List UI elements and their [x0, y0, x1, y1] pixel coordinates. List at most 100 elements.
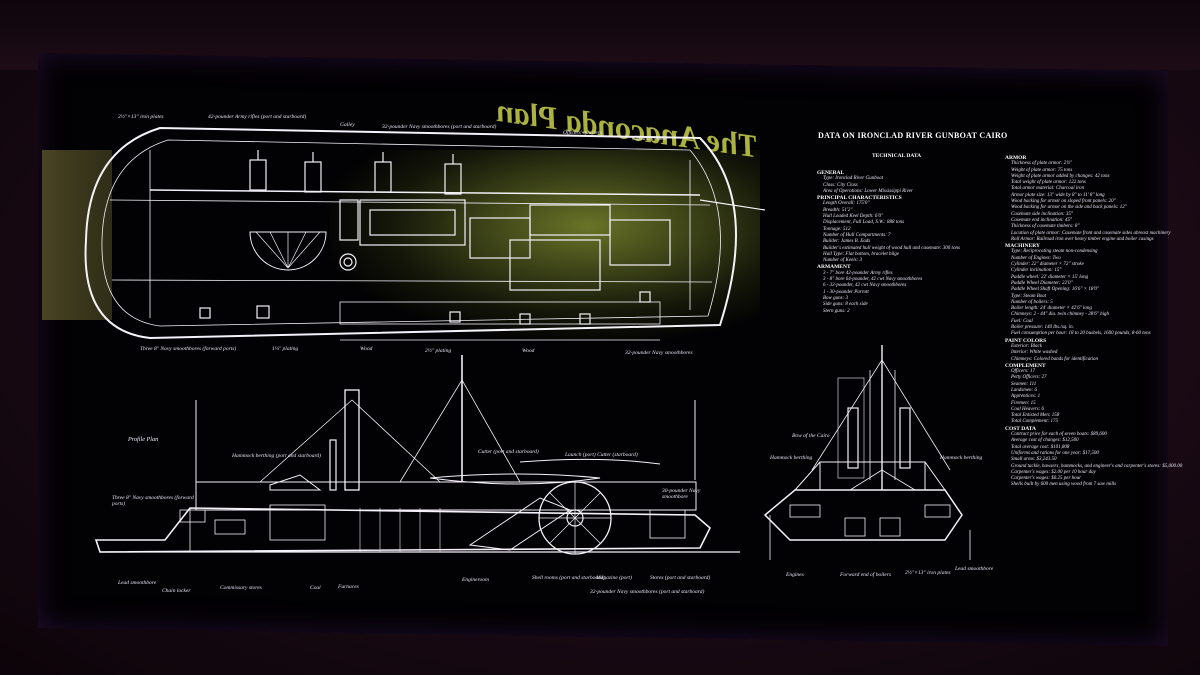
- label-hammock-berthing-left: Hammock berthing: [770, 455, 813, 461]
- label-hammock-berthing: Hammock berthing (port and starboard): [232, 453, 322, 459]
- data-entry: Chimneys: 2 - 44" dia. twin chimney - 28…: [1011, 312, 1110, 318]
- data-entry: Paddle Wheel Shaft Opening: 16'6" × 18'0…: [1011, 287, 1100, 293]
- data-section-heading: PAINT COLORS: [1005, 337, 1047, 344]
- data-entry: Thickness of casemate timbers: 8": [1011, 224, 1080, 230]
- profile-plan-drawing: [94, 355, 740, 555]
- label-officers-quarters: Officers' quarters: [563, 130, 602, 136]
- data-entry: Paddle wheel: 22' diameter × 15' long: [1011, 274, 1089, 280]
- label-bow-guns: Three 8" Navy smoothbores (forward ports…: [112, 495, 194, 507]
- label-profile-plan: Profile Plan: [128, 436, 159, 443]
- glass-reflection-left: [42, 150, 112, 320]
- label-wood-2: Wood: [522, 348, 535, 354]
- data-entry: Paddle Wheel Diameter: 22'0": [1011, 280, 1073, 286]
- data-entry: Carpenter's wages: $2.00 per 10 hour day: [1011, 469, 1096, 475]
- data-entry: Class: City Class: [823, 182, 858, 188]
- data-entry: Builder's estimated hull weight of wood …: [823, 245, 960, 251]
- data-section-heading: COMPLEMENT: [1005, 362, 1046, 369]
- data-entry: Breadth: 51'2": [823, 207, 853, 213]
- label-lead-smoothbore: Lead smoothbore: [118, 580, 157, 586]
- label-shell-rooms: Shell rooms (port and starboard): [532, 575, 605, 581]
- data-section-heading: PRINCIPAL CHARACTERISTICS: [817, 195, 902, 202]
- data-entry: Cylinder inclination: 15°: [1011, 268, 1062, 274]
- data-entry: Weight of plate armor added by changes: …: [1011, 173, 1110, 179]
- label-navy-smoothbores-top: 32-pounder Navy smoothbores (port and st…: [382, 124, 497, 130]
- label-engineroom: Engineroom: [462, 577, 489, 583]
- data-entry: Bow guns: 3: [823, 295, 848, 301]
- data-section-heading: GENERAL: [817, 170, 845, 176]
- data-entry: 6 - 32-pounder, 42 cwt Navy smoothbores: [823, 283, 907, 289]
- label-furnaces: Furnaces: [338, 584, 359, 590]
- data-entry: Cylinder: 22" diameter × 72" stroke: [1011, 262, 1084, 268]
- label-stern-guns: 32-pounder Navy smoothbores (port and st…: [590, 589, 705, 595]
- label-lead-smoothbore-section: Lead smoothbore: [955, 566, 994, 572]
- data-entry: Tonnage: 512: [823, 226, 851, 232]
- data-entry: Hull Type: Flat bottom, bracelet bilge: [823, 251, 900, 257]
- label-galley: Galley: [340, 122, 355, 128]
- label-engines: Engines: [786, 572, 804, 578]
- data-entry: Type: Ironclad River Gunboat: [823, 176, 884, 182]
- data-entry: Length Overall: 175'0": [823, 201, 870, 207]
- data-entry: Wood backing for armor on the side and b…: [1011, 205, 1127, 211]
- data-entry: Ground tackle, hawsers, hammocks, and en…: [1011, 463, 1183, 469]
- label-captains-cabin: Captain's cabin: [632, 136, 667, 142]
- data-entry: Fuel consumption per hour: 18 to 20 bush…: [1011, 331, 1151, 337]
- data-entry: Number of Engines: Two: [1011, 255, 1061, 261]
- data-section-heading: ARMOR: [1005, 155, 1027, 161]
- data-entry: 3 - 7" bore 42-pounder Army rifles: [823, 270, 893, 276]
- label-plating-1: 1¼" plating: [272, 346, 299, 352]
- label-navy-smoothbores-bow: Three 8" Navy smoothbores (forward ports…: [140, 346, 237, 352]
- data-entry: Roll Armor: Railroad iron over heavy tim…: [1011, 236, 1154, 242]
- label-aft-gun: 30-pounder Navy smoothbore: [662, 488, 701, 500]
- data-panel-title: DATA ON IRONCLAD RIVER GUNBOAT CAIRO: [818, 131, 1008, 140]
- label-forward-end-boilers: Forward end of boilers: [840, 572, 891, 578]
- label-iron-plates-top: 2½"×13" iron plates: [118, 114, 164, 120]
- data-entry: Landsmen: 6: [1011, 387, 1037, 393]
- data-entry: Displacement, Full Load, S.W.: 888 tons: [823, 220, 905, 226]
- data-entry: Firemen: 15: [1011, 400, 1036, 406]
- data-entry: Total Enlisted Men: 158: [1011, 413, 1060, 419]
- data-entry: Side guns: 8 each side: [823, 302, 868, 308]
- label-chain-locker: Chain locker: [162, 588, 191, 594]
- data-entry: Area of Operations: Lower Mississippi Ri…: [823, 188, 913, 194]
- data-entry: Casemate end inclination: 45°: [1011, 217, 1073, 223]
- label-magazine: Magazine (port): [596, 575, 632, 581]
- label-coal: Coal: [310, 585, 321, 591]
- data-entry: Number of Hull Compartments: 7: [823, 232, 891, 238]
- deck-plan-drawing: [84, 126, 766, 341]
- data-entry: Petty Officers: 27: [1011, 375, 1047, 381]
- data-entry: Casemate side inclination: 35°: [1011, 211, 1073, 217]
- data-entry: Contract price for each of seven boats: …: [1011, 432, 1107, 438]
- data-entry: Type: Reciprocating steam non-condensing: [1011, 249, 1098, 255]
- data-entry: Apprentices: 1: [1011, 394, 1041, 400]
- data-entry: Interior: White washed: [1011, 350, 1058, 356]
- data-entry: 3 - 8" bore 64-pounder, 42 cwt Navy smoo…: [823, 277, 923, 283]
- data-entry: 1 - 30-pounder Parrott: [823, 289, 869, 295]
- label-wood-1: Wood: [360, 346, 373, 352]
- data-entry: Total average cost: $101,808: [1011, 444, 1070, 450]
- data-section-heading: ARMAMENT: [817, 264, 851, 271]
- label-stores: Stores (port and starboard): [650, 575, 711, 581]
- data-section-heading: COST DATA: [1005, 425, 1037, 432]
- data-entry: Officers: 17: [1011, 369, 1036, 375]
- data-entry: Total armor material: Charcoal iron: [1011, 186, 1085, 192]
- cross-section-drawing: [763, 345, 971, 560]
- data-entry: Stern guns: 2: [823, 308, 850, 314]
- data-entry: Exterior: Black: [1011, 343, 1042, 349]
- data-entry: Builder: James B. Eads: [823, 239, 871, 245]
- label-cutter: Cutter (port and starboard): [478, 449, 539, 455]
- data-entry: Wood backing for armor on sloped front p…: [1011, 199, 1116, 205]
- technical-data-heading: TECHNICAL DATA: [872, 153, 922, 159]
- data-entry: Boiler length: 24' diameter × 42'6" long: [1011, 306, 1092, 312]
- label-plating-2: 2½" plating: [425, 348, 452, 354]
- data-entry: Hull Loaded Keel Depth: 6'0": [823, 214, 884, 220]
- data-entry: Coal Heavers: 6: [1011, 406, 1045, 412]
- label-commissary-stores: Commissary stores: [220, 585, 262, 591]
- data-entry: Small arms: $3,243.50: [1011, 457, 1057, 463]
- data-entry: Average cost of changes: $12,500: [1011, 438, 1079, 444]
- data-entry: Total weight of plate armor: 122 tons: [1011, 180, 1086, 186]
- label-hammock-berthing-right: Hammock berthing: [940, 455, 983, 461]
